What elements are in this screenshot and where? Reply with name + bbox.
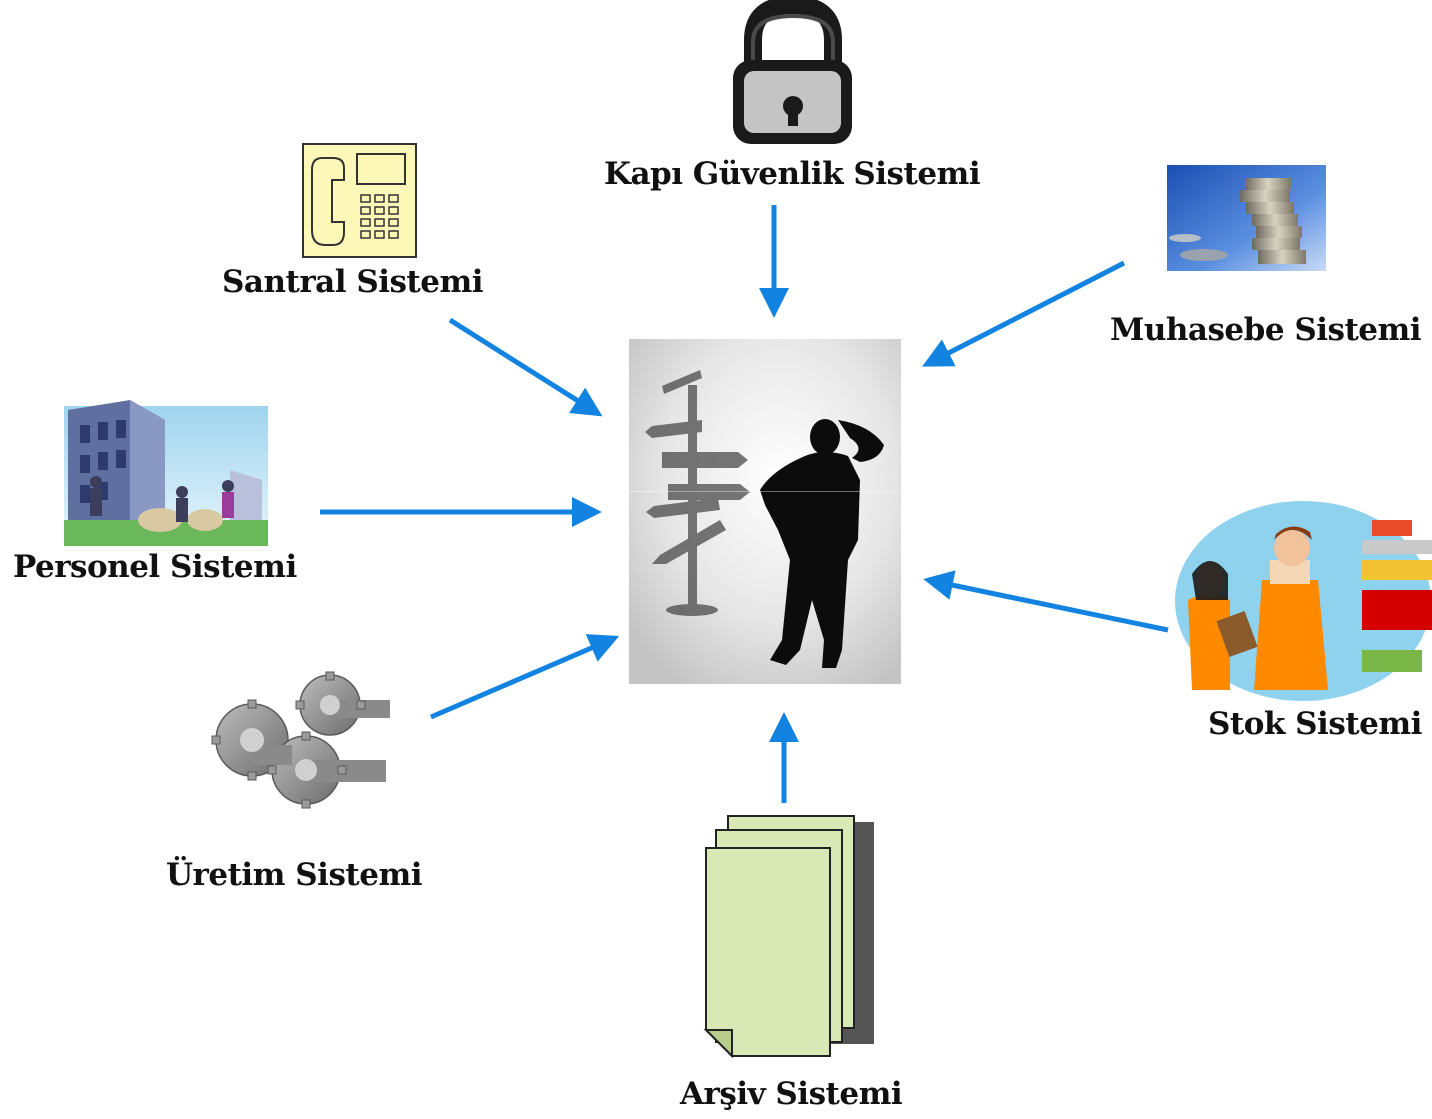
arrow-muhasebe-to-center xyxy=(922,260,1126,367)
telephone-icon xyxy=(302,143,417,258)
gears-icon xyxy=(211,671,390,809)
arrow-santral-to-center xyxy=(448,317,603,417)
label-uretim: Üretim Sistemi xyxy=(166,857,423,893)
coins-icon xyxy=(1167,165,1326,271)
label-muhasebe: Muhasebe Sistemi xyxy=(1110,312,1422,348)
label-arsiv: Arşiv Sistemi xyxy=(680,1076,903,1112)
padlock-icon xyxy=(733,0,852,144)
documents-stack-icon xyxy=(703,815,874,1059)
label-kapi-guvenlik: Kapı Güvenlik Sistemi xyxy=(604,156,981,192)
arrow-stok-to-center xyxy=(923,570,1169,633)
arrows xyxy=(320,205,1169,803)
arrow-uretim-to-center xyxy=(430,634,620,720)
decision-signpost-man-icon xyxy=(629,339,901,684)
office-building-workers-icon xyxy=(64,400,268,546)
label-santral: Santral Sistemi xyxy=(222,264,484,300)
label-personel: Personel Sistemi xyxy=(13,549,297,585)
label-stok: Stok Sistemi xyxy=(1208,706,1422,742)
store-workers-icon xyxy=(1175,501,1432,701)
